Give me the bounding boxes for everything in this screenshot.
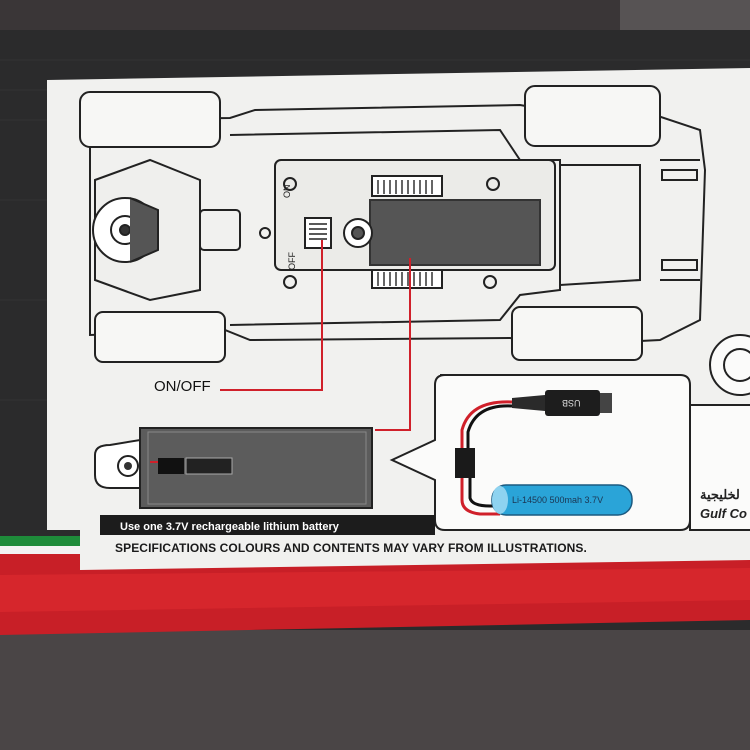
flag-green xyxy=(0,536,80,546)
vent-lines xyxy=(377,180,433,286)
switch-on-label: ON xyxy=(282,184,292,199)
onoff-label: ON/OFF xyxy=(154,378,211,395)
partial-side-panel xyxy=(689,334,750,531)
battery-note-text: Use one 3.7V rechargeable lithium batter… xyxy=(120,521,339,533)
power-switch xyxy=(304,217,332,249)
usb-plug xyxy=(545,390,600,416)
battery-callout xyxy=(389,374,691,531)
car-chassis-diagram xyxy=(79,85,707,363)
steering-gear xyxy=(92,158,241,302)
battery-note-bar xyxy=(100,515,435,535)
flag-white xyxy=(0,546,80,554)
battery-spec-label: Li-14500 500mah 3.7V xyxy=(512,495,604,505)
brand-arabic-text: لخليجية xyxy=(700,487,740,502)
battery-leader-line xyxy=(375,258,411,431)
disclaimer-text: SPECIFICATIONS COLOURS AND CONTENTS MAY … xyxy=(115,541,587,555)
onoff-leader-line xyxy=(220,240,323,391)
flag-red xyxy=(0,554,80,566)
brand-english-text: Gulf Co xyxy=(700,506,747,521)
battery-compartment xyxy=(94,427,373,509)
switch-off-label: OFF xyxy=(287,252,297,270)
usb-label: USB xyxy=(562,398,581,408)
fabric-bottom xyxy=(0,625,750,750)
battery-connector xyxy=(455,448,475,478)
